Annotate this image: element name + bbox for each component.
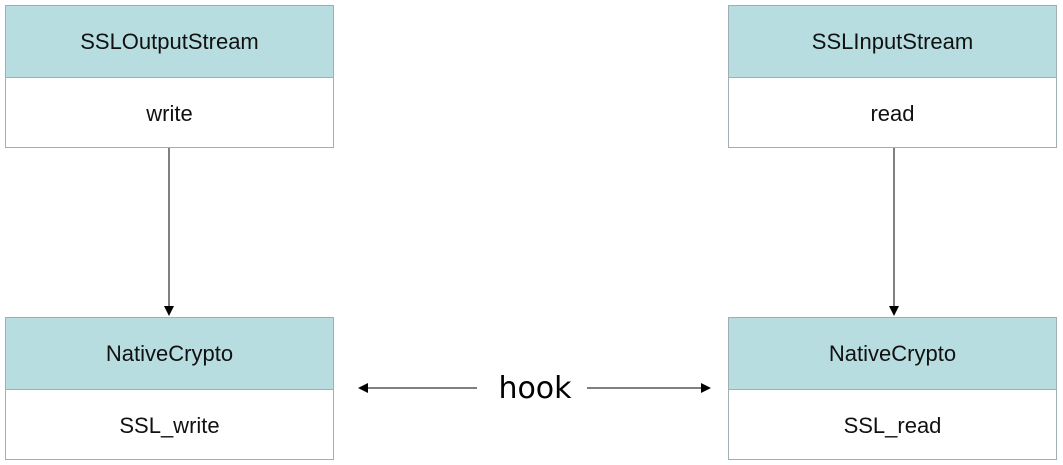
native-crypto-write-method: SSL_write	[119, 412, 220, 438]
ssl-output-stream-method: write	[146, 100, 193, 126]
hook-label: hook	[498, 370, 572, 406]
native-crypto-read-box: NativeCrypto SSL_read	[728, 317, 1057, 460]
native-crypto-write-box: NativeCrypto SSL_write	[5, 317, 334, 460]
ssl-output-stream-class-name: SSLOutputStream	[6, 6, 333, 78]
ssl-input-stream-box: SSLInputStream read	[728, 5, 1057, 148]
ssl-input-stream-class-name: SSLInputStream	[729, 6, 1056, 78]
native-crypto-read-method: SSL_read	[843, 412, 942, 438]
ssl-output-stream-box: SSLOutputStream write	[5, 5, 334, 148]
native-crypto-write-class-name: NativeCrypto	[6, 318, 333, 390]
ssl-input-stream-method: read	[870, 100, 915, 126]
native-crypto-read-class-name: NativeCrypto	[729, 318, 1056, 390]
